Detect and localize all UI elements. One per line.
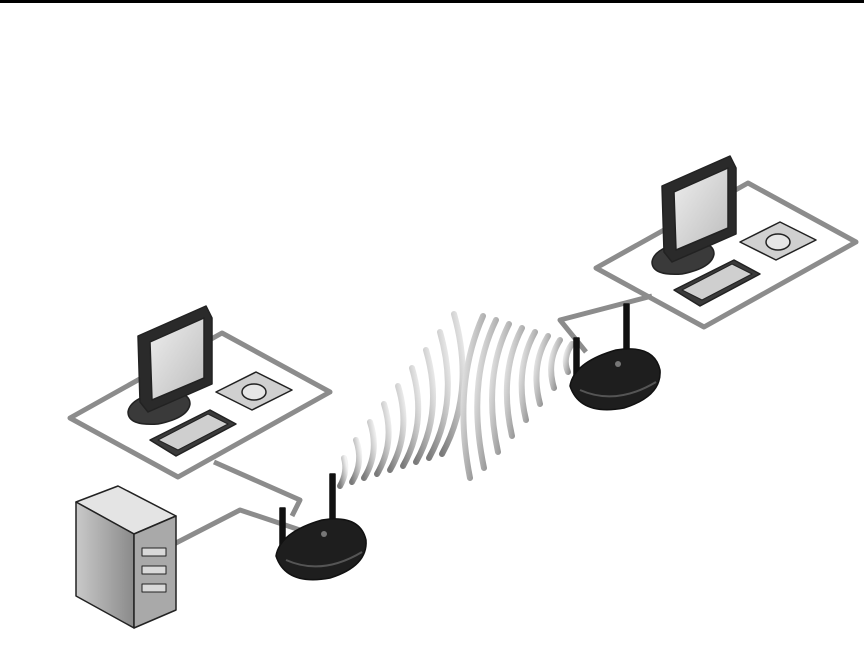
workstation-right <box>652 156 816 306</box>
mouse <box>242 384 266 400</box>
drive-bay-3 <box>142 584 166 592</box>
signal-arcs-left <box>340 314 463 486</box>
mouse <box>766 234 790 250</box>
antenna-right <box>624 304 629 352</box>
router-logo <box>321 531 327 537</box>
router-body <box>570 349 660 410</box>
signal-arcs-right <box>463 316 572 478</box>
tower-server <box>76 486 176 628</box>
workstation-left <box>128 306 292 456</box>
drive-bay-1 <box>142 548 166 556</box>
router-logo <box>615 361 621 367</box>
router-right <box>570 304 660 410</box>
wireless-signal <box>340 314 572 486</box>
antenna-right <box>330 474 335 522</box>
cable-desk-to-router-left <box>214 462 300 516</box>
drive-bay-2 <box>142 566 166 574</box>
